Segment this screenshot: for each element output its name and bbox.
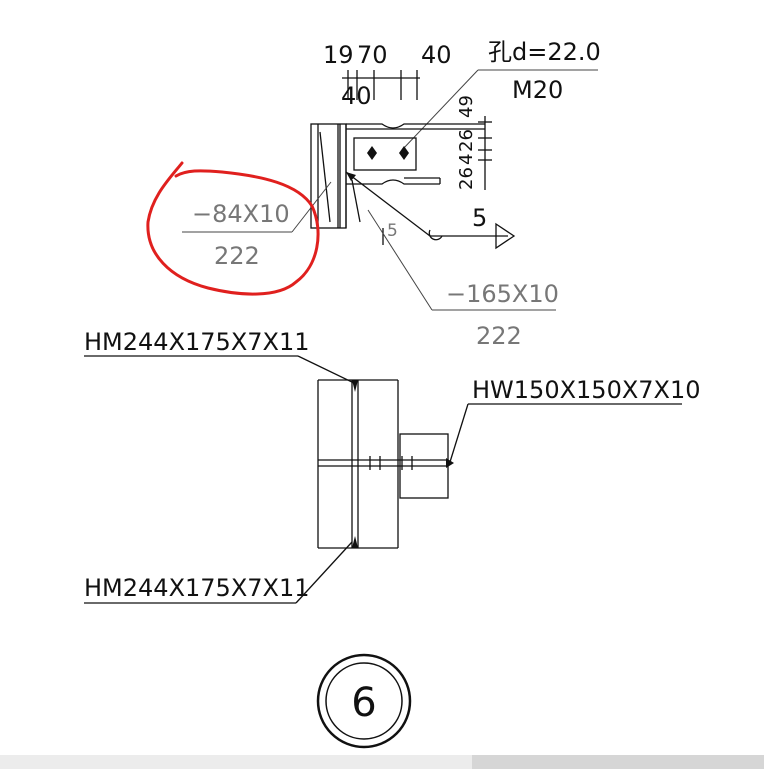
weld-mark [352,536,358,548]
dim-49-label: 49 [456,95,477,118]
bolt-marker [367,146,377,160]
weld-arrowhead [346,172,356,181]
plate-right-length-label: 222 [476,322,522,350]
plate-right-size-label: −165X10 [446,280,559,308]
bolt-hole-plate [353,137,417,171]
dim-26a-label: 26 [456,129,477,152]
detail-outer-circle [316,653,412,749]
beam-top-leader [297,355,357,385]
beam-top-label: HM244X175X7X11 [84,328,310,356]
red-annotation-circle [146,161,320,296]
scroll-thumb[interactable] [472,755,764,769]
dim-26b-label: 26 [456,167,477,190]
stiffener-line [319,131,331,223]
dim-40-small-label: 40 [341,82,372,110]
weld-size-label: 5 [472,204,487,232]
weld-circle [428,229,443,241]
plate-left-size-label: −84X10 [192,200,290,228]
beam-bottom-label: HM244X175X7X11 [84,574,310,602]
dim-70-label: 70 [357,41,388,69]
dim-4-label: 4 [456,154,477,165]
beam-right-label: HW150X150X7X10 [472,376,701,404]
weld-tail [495,222,516,250]
weld-mark [352,380,358,392]
bolt-marker [399,146,409,160]
plate-bottom-edge [346,179,440,185]
dim-19-label: 19 [323,41,354,69]
weld-mark [446,458,454,468]
detail-number-symbol: 6 [316,653,412,749]
stiffener-line [351,179,361,223]
hole-spec-label: 孔d=22.0 [488,38,601,66]
detail-number-label: 6 [351,680,376,726]
detail-inner-circle [325,662,403,740]
bolt-spec-label: M20 [512,76,563,104]
plate-top-edge [346,123,485,129]
bottom-detail: HM244X175X7X11 HW150X150X7X10 HM244X175X… [84,328,701,604]
dim-40-label: 40 [421,41,452,69]
bottom-scroll-bar[interactable] [0,755,764,769]
plate-right-leader [367,209,433,311]
weld-small-label: 5 [387,221,398,241]
beam-right-leader [449,403,469,463]
plate-left-length-label: 222 [214,242,260,270]
beam-bottom-leader [295,541,353,604]
hole-leader-line [401,69,479,151]
weld-leader [345,171,431,237]
top-detail: 19 70 40 40 孔d=22.0 M20 49 [146,38,601,350]
